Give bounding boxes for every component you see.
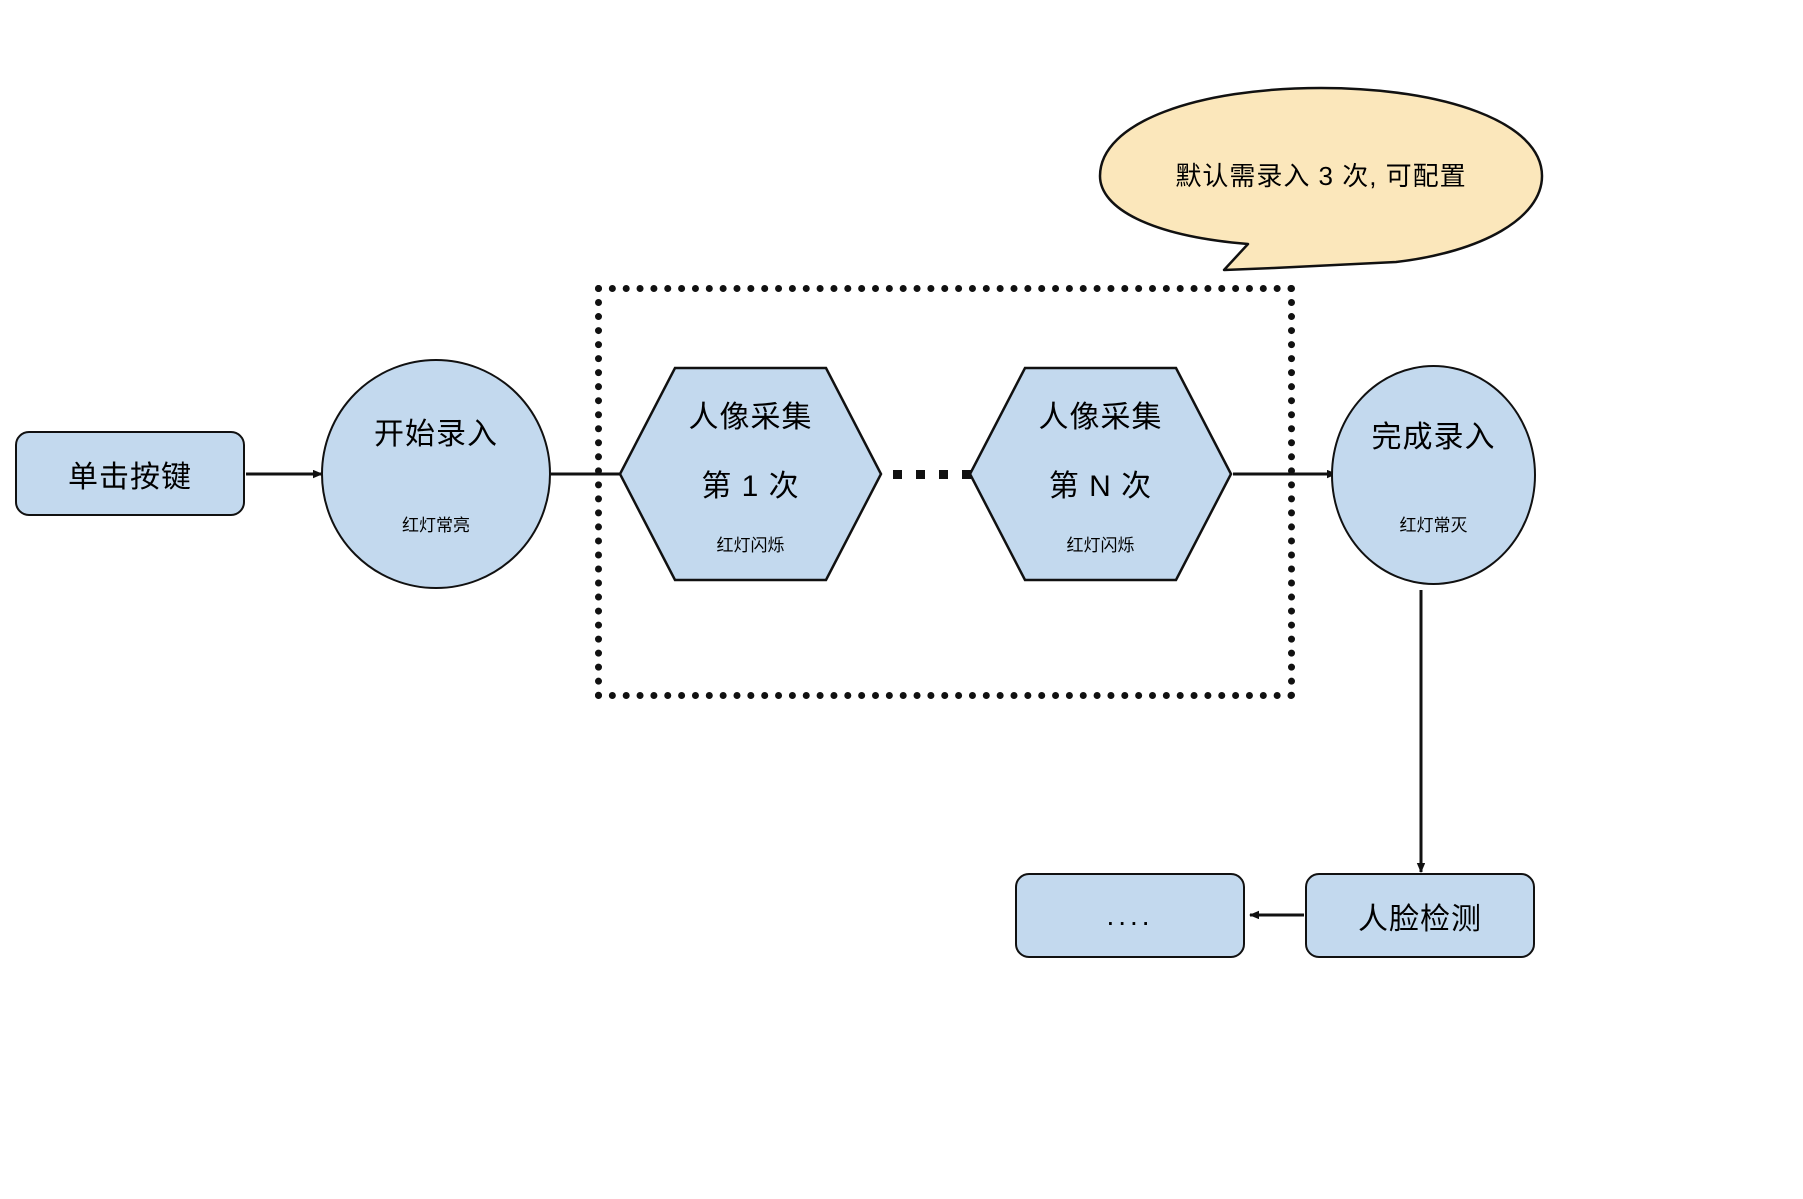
node-click-button-label: 单击按键 <box>68 460 192 494</box>
node-finish-enroll-sublabel: 红灯常灭 <box>1399 516 1468 535</box>
ellipsis-dot <box>916 469 925 479</box>
callout-default-count: 默认需录入 3 次, 可配置 <box>1096 84 1546 276</box>
node-start-enroll-sublabel: 红灯常亮 <box>402 516 470 535</box>
node-face-detect[interactable]: 人脸检测 <box>1305 873 1535 958</box>
capture-loop-group <box>595 285 1295 699</box>
node-capture-first[interactable]: 人像采集 第 1 次 红灯闪烁 <box>618 366 883 582</box>
node-finish-enroll[interactable]: 完成录入 红灯常灭 <box>1331 365 1536 585</box>
node-start-enroll-label: 开始录入 <box>374 418 498 451</box>
node-more-steps[interactable]: .... <box>1015 873 1245 958</box>
node-more-steps-label: .... <box>1106 899 1154 931</box>
ellipsis-dot <box>962 469 971 479</box>
node-capture-nth[interactable]: 人像采集 第 N 次 红灯闪烁 <box>968 366 1233 582</box>
capture-repeat-ellipsis <box>893 469 971 479</box>
ellipsis-dot <box>893 469 902 479</box>
node-click-button[interactable]: 单击按键 <box>15 431 245 516</box>
node-face-detect-label: 人脸检测 <box>1358 902 1482 936</box>
node-start-enroll[interactable]: 开始录入 红灯常亮 <box>321 359 551 589</box>
ellipsis-dot <box>939 469 948 479</box>
node-finish-enroll-label: 完成录入 <box>1371 421 1496 454</box>
